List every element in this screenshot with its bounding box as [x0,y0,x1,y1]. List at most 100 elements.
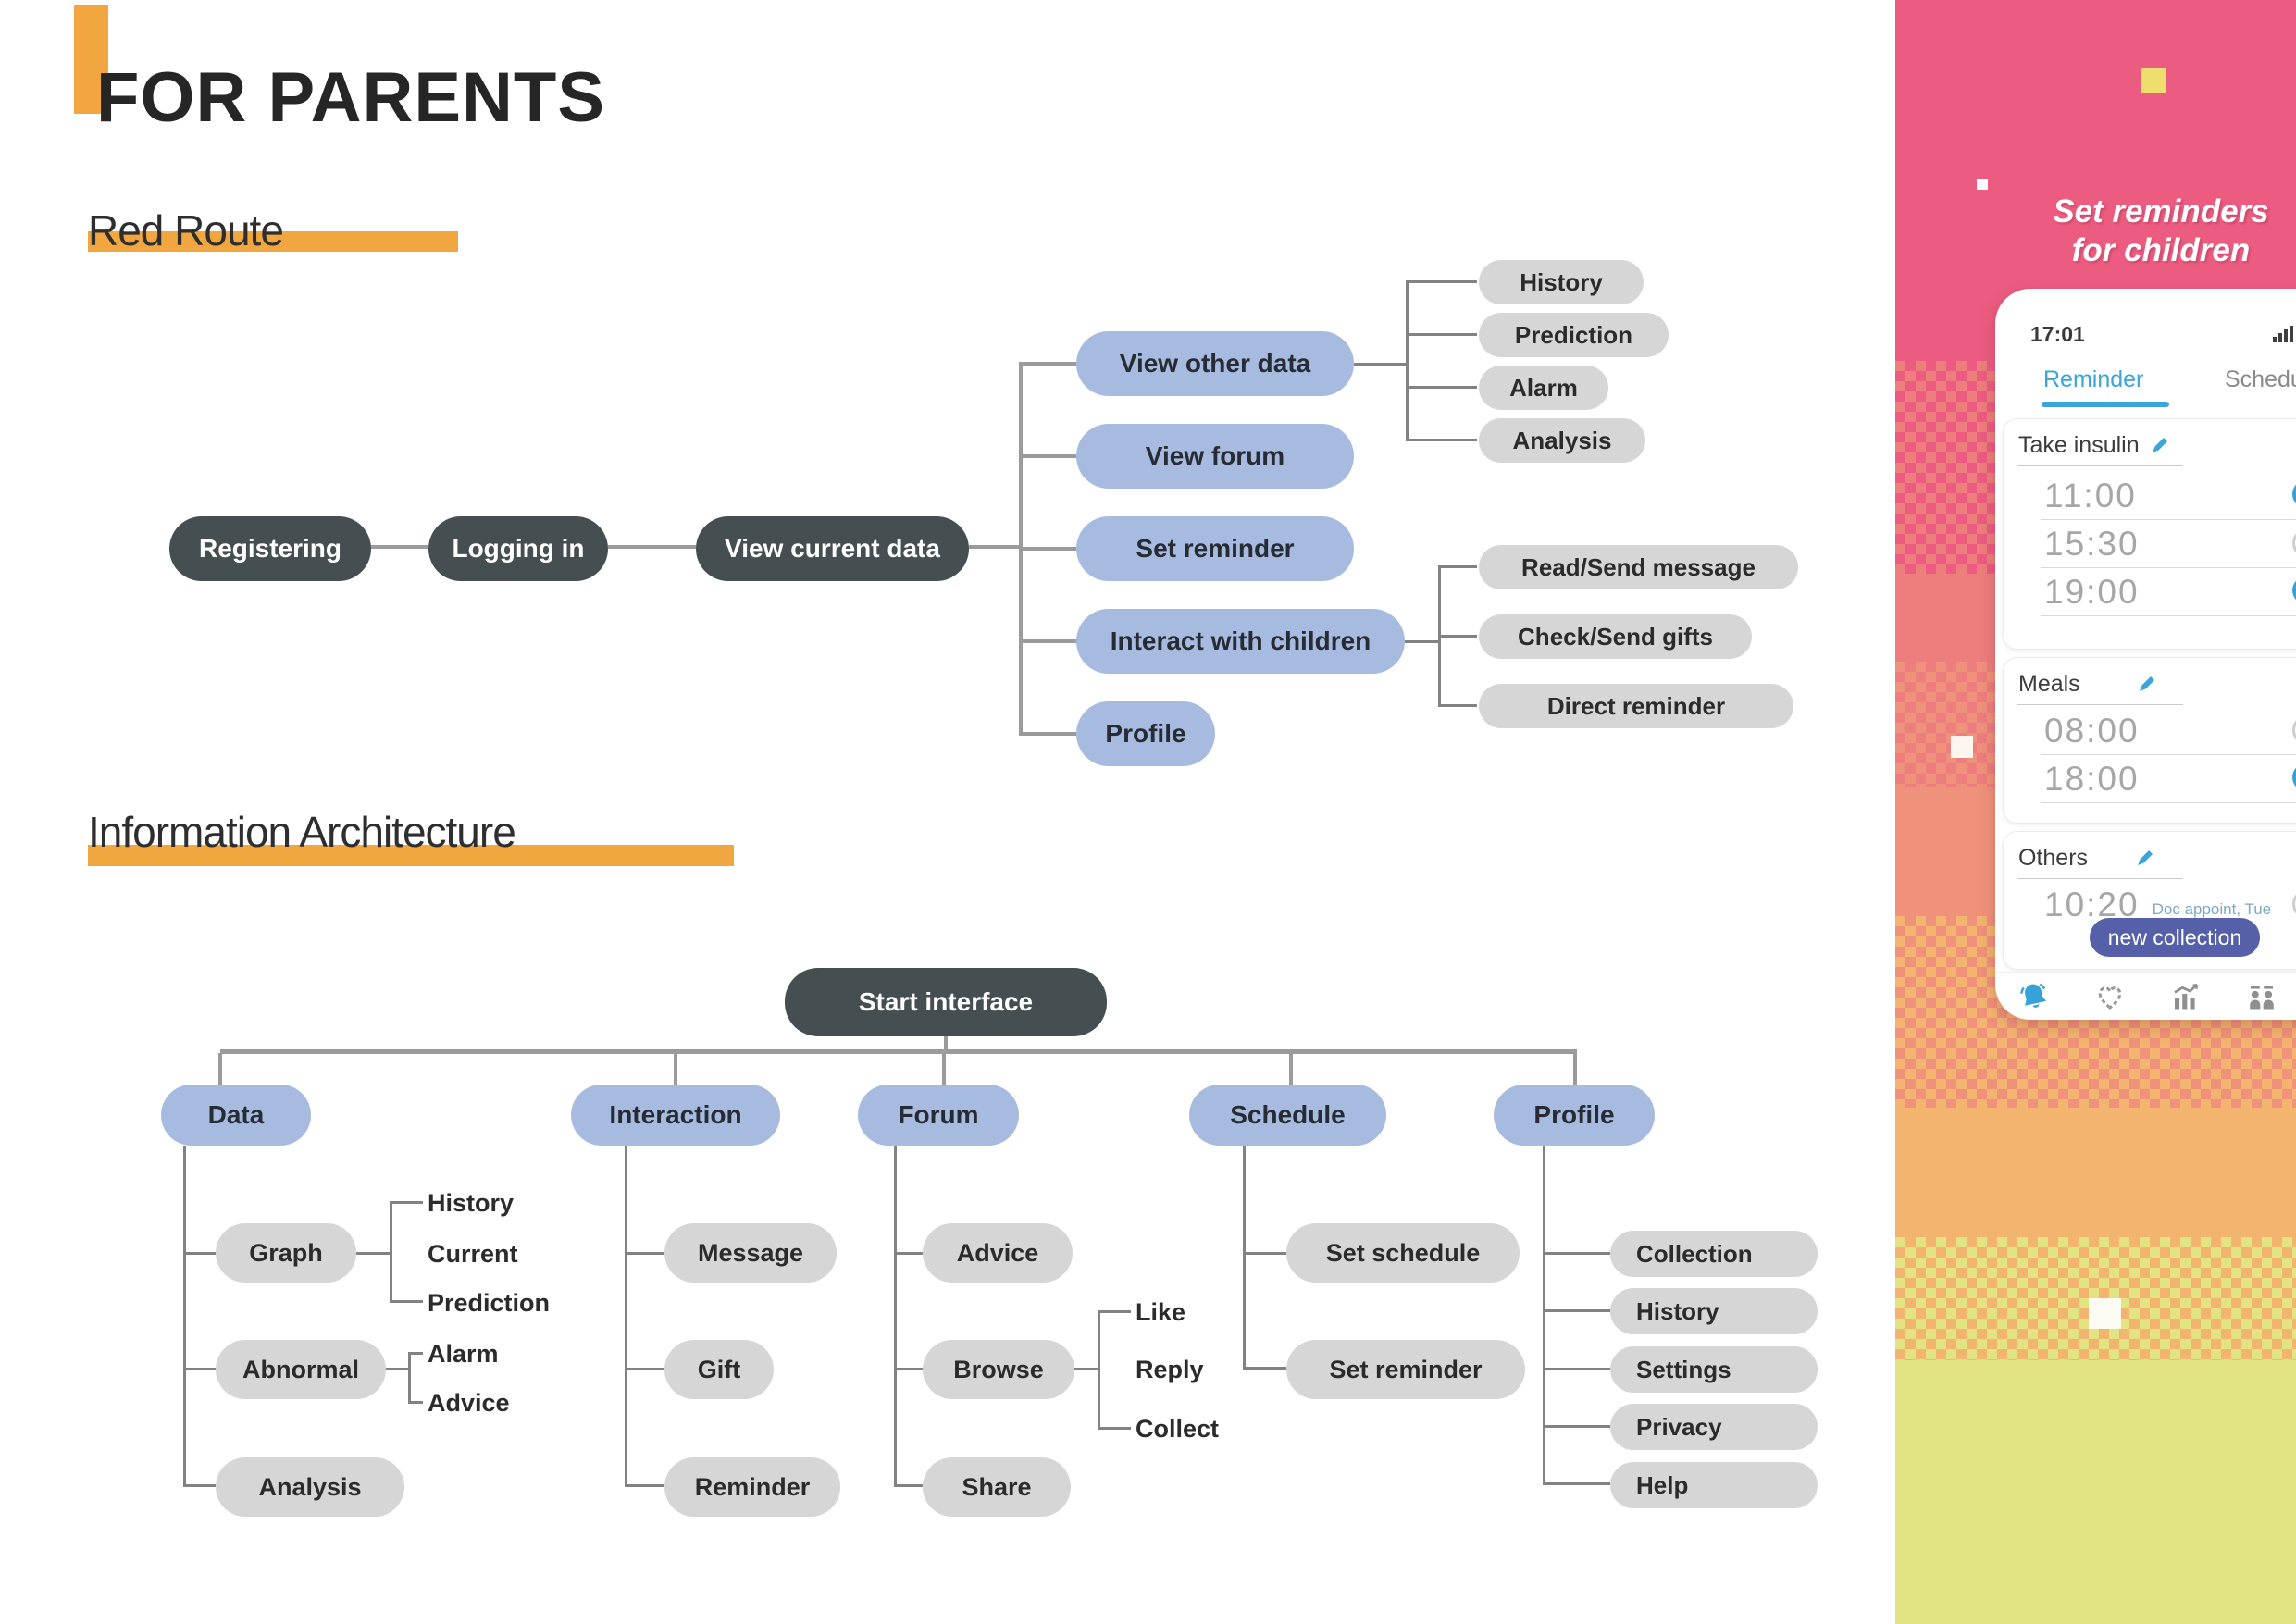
row-divider [2041,615,2296,616]
node-view-other-data: View other data [1076,331,1354,396]
node-logging-in: Logging in [428,516,608,581]
connector-line [1543,1252,1610,1255]
time-toggle[interactable] [2292,763,2296,791]
connector-line [608,545,696,549]
connector-line [894,1252,923,1255]
profile-icon[interactable] [2245,980,2278,1018]
connector-line [183,1146,186,1486]
tab-reminder[interactable]: Reminder [2043,366,2144,392]
node-forum: Forum [858,1085,1019,1146]
row-divider [2041,754,2296,755]
stats-icon[interactable] [2169,980,2203,1018]
node-history: History [1479,260,1644,304]
heart-icon[interactable] [2093,980,2127,1018]
connector-line [408,1352,423,1355]
band-orange [1895,1108,2296,1237]
node-direct-reminder: Direct reminder [1479,684,1793,728]
node-browse: Browse [923,1340,1074,1399]
node-set-reminder: Set reminder [1076,516,1354,581]
card-title: Take insulin [2018,432,2169,461]
label-history: History [428,1189,515,1217]
reminder-time: 15:30 [2044,525,2140,563]
node-graph: Graph [216,1223,356,1283]
connector-line [1019,547,1076,551]
edit-pencil-icon[interactable] [2138,673,2156,700]
connector-line [371,545,428,549]
connector-line [944,1035,948,1053]
node-collection: Collection [1610,1231,1818,1277]
node-alarm: Alarm [1479,366,1608,410]
connector-line [390,1300,423,1303]
bell-icon[interactable] [2017,980,2051,1018]
node-start-interface: Start interface [785,968,1107,1036]
connector-line [625,1252,664,1255]
connector-line [356,1252,391,1255]
label-alarm: Alarm [428,1340,499,1368]
node-set-schedule: Set schedule [1286,1223,1520,1283]
reminder-time: 08:00 [2044,712,2140,750]
promo-line2: for children [2071,232,2251,268]
row-divider [2041,802,2296,803]
deco-square-yellow [2141,68,2166,93]
connector-line [1573,1053,1577,1085]
time-toggle[interactable] [2292,715,2296,745]
node-interaction: Interaction [571,1085,780,1146]
node-profile-branch: Profile [1494,1085,1655,1146]
connector-line [1289,1053,1293,1085]
node-interact-with-children: Interact with children [1076,609,1405,674]
node-reminder-ia: Reminder [664,1457,840,1517]
connector-line [408,1401,423,1404]
ia-heading: Information Architecture [88,808,516,856]
connector-line [1543,1425,1610,1428]
node-share: Share [923,1457,1071,1517]
node-settings: Settings [1610,1346,1818,1393]
connector-line [1543,1146,1545,1484]
connector-line [1406,439,1477,441]
connector-line [625,1146,627,1486]
time-toggle[interactable] [2292,480,2296,508]
ia-highlight [88,845,734,866]
node-check-send-gifts: Check/Send gifts [1479,614,1752,659]
node-view-forum: View forum [1076,424,1354,489]
time-toggle[interactable] [2292,528,2296,558]
node-advice-forum: Advice [923,1223,1073,1283]
connector-line [1438,565,1477,568]
deco-square-white [2089,1298,2121,1329]
time-toggle[interactable] [2292,889,2296,919]
time-toggle[interactable] [2292,576,2296,604]
label-advice: Advice [428,1389,510,1417]
edit-pencil-icon[interactable] [2151,434,2169,461]
connector-line [183,1484,216,1487]
node-read-send-message: Read/Send message [1479,545,1798,589]
connector-line [1543,1482,1610,1485]
reminder-note: Doc appoint, Tue [2152,900,2272,918]
connector-line [1543,1368,1610,1370]
reminder-time: 19:00 [2044,573,2140,611]
label-collect: Collect [1136,1415,1220,1443]
connector-line [390,1201,423,1204]
node-privacy: Privacy [1610,1404,1818,1450]
reminder-card-meals: Meals 08:00 18:00 [2003,657,2296,824]
reminder-time: 10:20 Doc appoint, Tue [2044,886,2272,924]
edit-pencil-icon[interactable] [2136,847,2154,874]
connector-line [1019,454,1076,458]
connector-line [1406,333,1477,336]
label-current: Current [428,1240,518,1268]
connector-line [894,1146,897,1486]
connector-line [1019,362,1076,366]
connector-line [1098,1310,1131,1313]
connector-line [390,1201,392,1303]
connector-line [625,1368,664,1370]
new-collection-button[interactable]: new collection [2090,918,2260,957]
node-analysis-ia: Analysis [216,1457,404,1517]
tab-schedule[interactable]: Schedule [2225,366,2296,392]
node-help: Help [1610,1462,1818,1508]
page-title: FOR PARENTS [96,58,606,137]
connector-line [1098,1310,1100,1429]
row-divider [2041,567,2296,568]
connector-line [1354,363,1406,366]
node-profile: Profile [1076,701,1215,766]
connector-line [1019,732,1076,736]
node-abnormal: Abnormal [216,1340,386,1399]
deco-square-white [1951,736,1973,758]
